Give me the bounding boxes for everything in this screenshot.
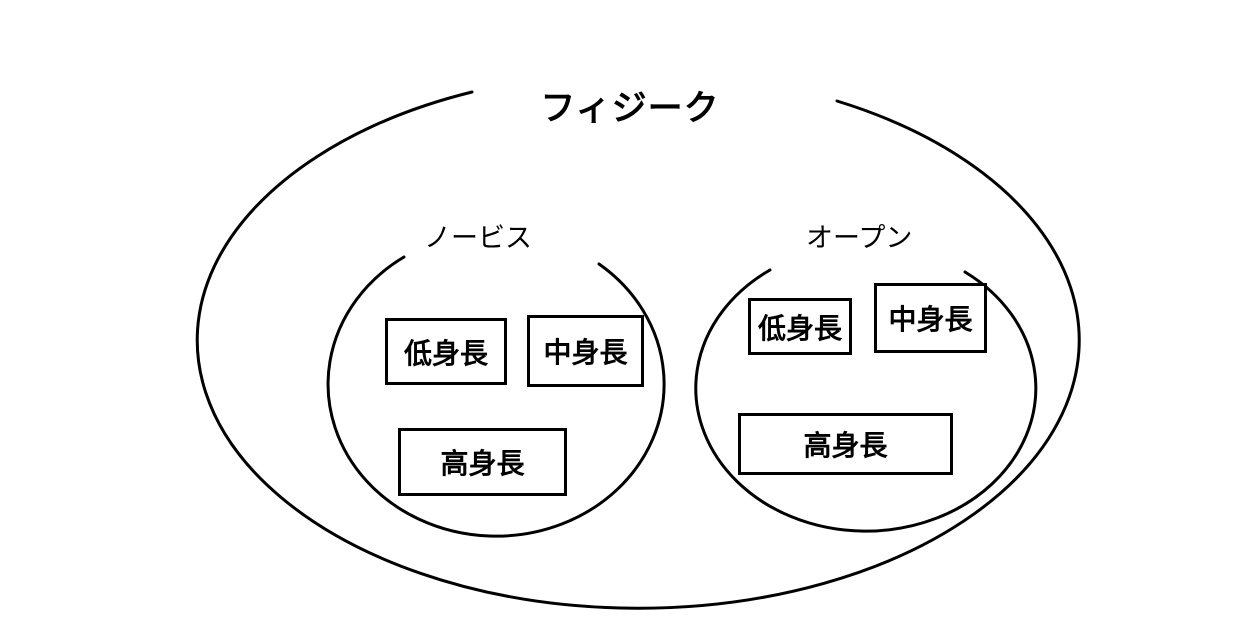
box-open-short-height: 低身長 bbox=[748, 298, 852, 355]
group-label-novice: ノービス bbox=[424, 223, 532, 253]
box-novice-short-height: 低身長 bbox=[385, 318, 507, 385]
inner-circle-novice bbox=[326, 255, 666, 538]
inner-circle-open bbox=[694, 268, 1038, 533]
box-open-medium-height: 中身長 bbox=[874, 283, 987, 353]
box-open-tall-height: 高身長 bbox=[738, 413, 953, 475]
outer-ellipse-physique bbox=[195, 90, 1081, 610]
box-novice-tall-height: 高身長 bbox=[398, 428, 567, 496]
group-label-open: オープン bbox=[806, 223, 913, 253]
diagram-title: フィジーク bbox=[540, 89, 720, 128]
box-novice-medium-height: 中身長 bbox=[527, 315, 644, 387]
